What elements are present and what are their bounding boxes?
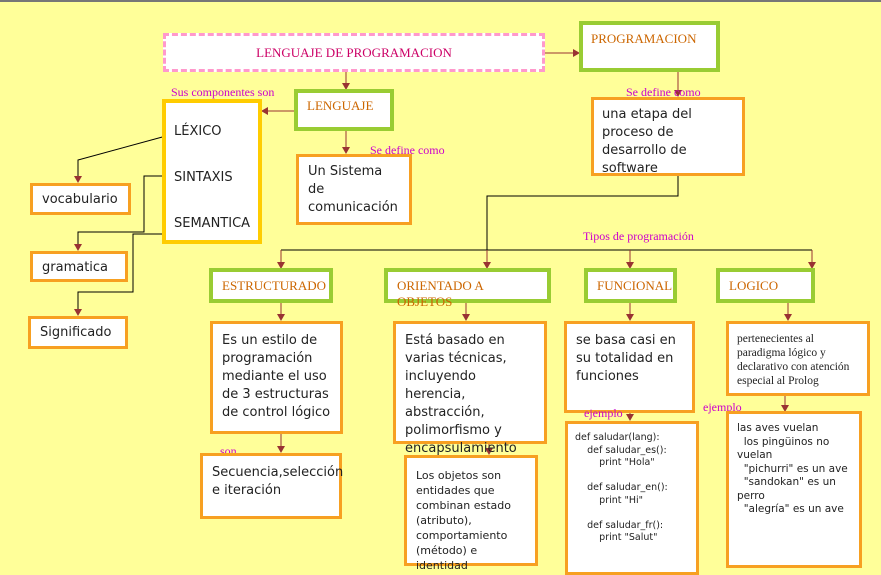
node-lenguaje-programacion: LENGUAJE DE PROGRAMACION <box>163 33 545 72</box>
node-funcional-ejemplo: def saludar(lang): def saludar_es(): pri… <box>565 421 699 575</box>
node-etapa-proceso: una etapa del proceso de desarrollo de s… <box>591 97 745 176</box>
node-significado-text: Significado <box>40 325 112 340</box>
node-logico-ejemplo-text: las aves vuelan los pingüinos no vuelan … <box>737 422 848 515</box>
node-funcional-text: FUNCIONAL <box>597 278 673 293</box>
label-ejemplo-2: ejemplo <box>703 400 742 414</box>
label-se-define-como-1: Se define como <box>370 143 445 157</box>
node-lenguaje: LENGUAJE <box>294 89 394 131</box>
node-orientado-objetos-text: ORIENTADO A OBJETOS <box>397 278 483 309</box>
node-logico-desc-text: pertenecientes al paradigma lógico y dec… <box>737 333 850 387</box>
node-sistema-comunicacion-text: Un Sistema de comunicación <box>308 164 398 215</box>
node-estructurado-desc-text: Es un estilo de programación mediante el… <box>222 333 331 420</box>
componente-lexico: LÉXICO <box>174 124 222 139</box>
componente-sintaxis: SINTAXIS <box>174 170 233 185</box>
node-orientado-objetos: ORIENTADO A OBJETOS <box>384 268 551 309</box>
node-funcional-desc-text: se basa casi en su totalidad en funcione… <box>576 333 676 384</box>
node-componentes: LÉXICO SINTAXIS SEMANTICA <box>162 99 262 244</box>
node-gramatica: gramatica <box>30 251 128 282</box>
node-programacion-text: PROGRAMACION <box>591 31 697 46</box>
node-estructurado-text: ESTRUCTURADO <box>222 278 327 293</box>
node-objetos-detalle-text: Los objetos son entidades que combinan e… <box>416 469 511 572</box>
node-logico-desc: pertenecientes al paradigma lógico y dec… <box>726 321 870 396</box>
node-vocabulario-text: vocabulario <box>42 192 118 207</box>
node-lenguaje-programacion-text: LENGUAJE DE PROGRAMACION <box>256 44 452 60</box>
node-funcional: FUNCIONAL <box>584 268 677 303</box>
node-vocabulario: vocabulario <box>30 183 131 215</box>
label-tipos: Tipos de programación <box>583 229 694 243</box>
arrow-to-gramatica <box>74 175 166 251</box>
node-estructurado-son: Secuencia,selección e iteración <box>200 453 344 519</box>
label-sus-componentes: Sus componentes son <box>171 85 275 99</box>
arrow-to-vocabulario <box>74 135 167 183</box>
label-se-define-como-2: Se define como <box>626 85 701 99</box>
node-estructurado-son-text: Secuencia,selección e iteración <box>212 465 344 498</box>
node-significado: Significado <box>28 316 128 349</box>
componente-semantica: SEMANTICA <box>174 216 251 231</box>
node-estructurado-desc: Es un estilo de programación mediante el… <box>210 321 343 434</box>
node-funcional-desc: se basa casi en su totalidad en funcione… <box>564 321 695 413</box>
node-logico-ejemplo: las aves vuelan los pingüinos no vuelan … <box>726 411 862 568</box>
node-funcional-ejemplo-code: def saludar(lang): def saludar_es(): pri… <box>575 432 668 543</box>
label-ejemplo-1: ejemplo <box>584 406 623 420</box>
node-estructurado: ESTRUCTURADO <box>209 268 333 303</box>
node-etapa-proceso-text: una etapa del proceso de desarrollo de s… <box>602 107 692 176</box>
node-sistema-comunicacion: Un Sistema de comunicación <box>296 154 412 225</box>
node-lenguaje-text: LENGUAJE <box>307 98 374 113</box>
node-objetos-detalle: Los objetos son entidades que combinan e… <box>404 455 538 572</box>
arrow-to-significado <box>74 233 166 316</box>
node-programacion: PROGRAMACION <box>579 21 720 72</box>
node-objetos-desc-text: Está basado en varias técnicas, incluyen… <box>405 333 517 456</box>
node-logico: LOGICO <box>716 268 815 303</box>
node-objetos-desc: Está basado en varias técnicas, incluyen… <box>393 321 547 456</box>
window-top-border <box>0 0 881 2</box>
line-etapa-tree <box>486 175 679 250</box>
node-gramatica-text: gramatica <box>42 260 109 275</box>
node-logico-text: LOGICO <box>729 278 779 293</box>
